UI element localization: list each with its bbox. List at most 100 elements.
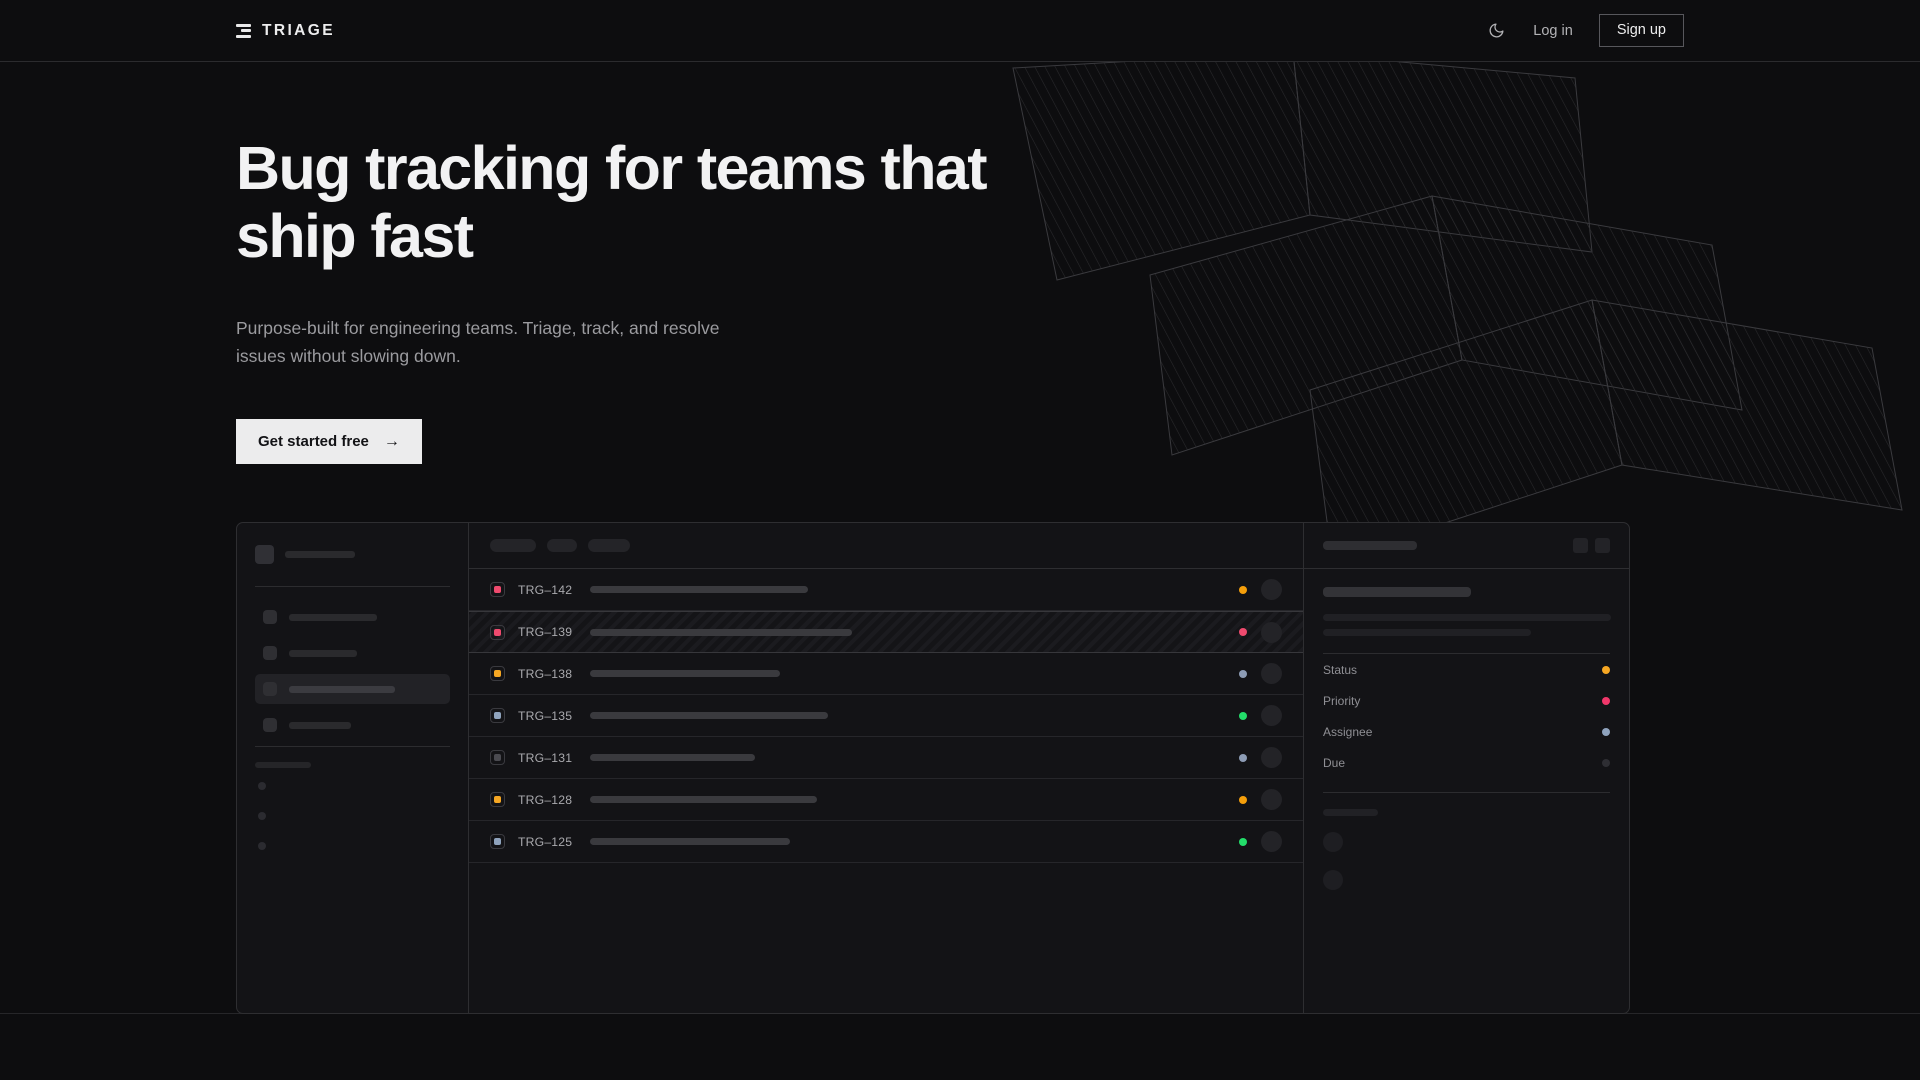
sidebar-item-3[interactable] xyxy=(255,674,450,704)
toolbar-control-1[interactable] xyxy=(490,539,536,552)
hero-section: Bug tracking for teams that ship fast Pu… xyxy=(0,62,1920,465)
sidebar-item-2[interactable] xyxy=(255,638,450,668)
assignee-avatar[interactable] xyxy=(1261,663,1282,684)
issue-title-placeholder xyxy=(590,754,755,761)
assignee-avatar[interactable] xyxy=(1261,789,1282,810)
sidebar-sublist-item-1[interactable] xyxy=(258,782,266,790)
sidebar-workspace[interactable] xyxy=(255,545,450,564)
workspace-name-placeholder xyxy=(285,551,355,558)
detail-title-placeholder xyxy=(1323,541,1417,550)
issue-row[interactable]: TRG–128 xyxy=(469,779,1303,821)
assignee-avatar[interactable] xyxy=(1261,747,1282,768)
sidebar-item-label-placeholder xyxy=(289,613,377,621)
get-started-button[interactable]: Get started free → xyxy=(236,419,422,465)
issue-id: TRG–139 xyxy=(518,625,573,639)
issue-status-dot xyxy=(1239,837,1247,846)
issue-id: TRG–131 xyxy=(518,750,573,765)
assignee-avatar[interactable] xyxy=(1261,705,1282,726)
brand-logo[interactable]: TRIAGE xyxy=(236,22,335,40)
meta-row-due[interactable]: Due xyxy=(1323,747,1610,778)
assignee-avatar[interactable] xyxy=(1261,621,1282,643)
sidebar-item-icon xyxy=(263,610,277,624)
description-line-1 xyxy=(1323,614,1611,621)
sidebar-nav-list xyxy=(255,602,450,740)
issue-row-meta xyxy=(1239,705,1282,726)
assignee-avatar[interactable] xyxy=(1261,831,1282,852)
sidebar-item-icon xyxy=(263,718,277,732)
meta-value-dot xyxy=(1602,727,1610,736)
sidebar-sublist-item-2[interactable] xyxy=(258,812,266,820)
issue-row[interactable]: TRG–142 xyxy=(469,569,1303,611)
meta-label: Assignee xyxy=(1323,724,1373,739)
detail-panel-header xyxy=(1304,523,1629,569)
signup-button[interactable]: Sign up xyxy=(1598,14,1684,47)
issue-row-meta xyxy=(1239,579,1282,600)
issue-status-dot xyxy=(1239,585,1247,594)
comment-avatar-1[interactable] xyxy=(1323,832,1343,852)
comments-label-placeholder xyxy=(1323,809,1378,816)
sidebar-sublist xyxy=(255,782,450,850)
issue-row-meta xyxy=(1239,663,1282,684)
top-navigation-bar: TRIAGE Log in Sign up xyxy=(0,0,1920,62)
arrow-right-icon: → xyxy=(383,432,400,450)
meta-value-dot xyxy=(1602,696,1610,705)
list-toolbar xyxy=(469,523,1303,569)
issue-row-meta xyxy=(1239,747,1282,768)
sidebar-item-1[interactable] xyxy=(255,602,450,632)
issue-id: TRG–138 xyxy=(518,666,573,681)
issue-row[interactable]: TRG–131 xyxy=(469,737,1303,779)
nav-actions: Log in Sign up xyxy=(1485,14,1684,47)
issue-id: TRG–128 xyxy=(518,792,573,807)
mockup-sidebar xyxy=(237,523,469,1013)
issue-type-badge-icon xyxy=(490,792,505,807)
issue-row[interactable]: TRG–138 xyxy=(469,653,1303,695)
meta-row-assignee[interactable]: Assignee xyxy=(1323,716,1610,747)
meta-value-dot xyxy=(1602,665,1610,674)
comment-avatar-2[interactable] xyxy=(1323,870,1343,890)
toolbar-control-3[interactable] xyxy=(588,539,630,552)
sidebar-sublist-item-3[interactable] xyxy=(258,842,266,850)
issue-status-dot xyxy=(1239,669,1247,678)
meta-row-status[interactable]: Status xyxy=(1323,654,1610,685)
issue-status-dot xyxy=(1239,795,1247,804)
workspace-logo-icon xyxy=(255,545,274,564)
meta-label: Status xyxy=(1323,662,1358,677)
issue-title-placeholder xyxy=(590,712,828,719)
issue-row[interactable]: TRG–135 xyxy=(469,695,1303,737)
detail-action-button-1[interactable] xyxy=(1573,538,1588,553)
page-title: Bug tracking for teams that ship fast xyxy=(236,134,988,271)
issue-title-placeholder xyxy=(590,628,852,636)
moon-icon[interactable] xyxy=(1485,20,1507,42)
issue-description-placeholder xyxy=(1323,614,1611,636)
sidebar-item-4[interactable] xyxy=(255,710,450,740)
issue-type-badge-icon xyxy=(490,708,505,723)
stacked-bars-logo-icon xyxy=(236,23,251,38)
issue-type-badge-icon xyxy=(490,750,505,765)
meta-row-priority[interactable]: Priority xyxy=(1323,685,1610,716)
issue-id: TRG–125 xyxy=(518,834,573,849)
issue-row-meta xyxy=(1239,831,1282,852)
sidebar-divider-2 xyxy=(255,746,450,747)
meta-value-dot xyxy=(1602,758,1610,767)
login-link[interactable]: Log in xyxy=(1533,22,1573,39)
toolbar-control-2[interactable] xyxy=(547,539,577,552)
detail-divider xyxy=(1323,653,1610,654)
issue-row[interactable]: TRG–139 xyxy=(469,611,1303,653)
issue-type-badge-icon xyxy=(490,624,505,640)
sidebar-item-icon xyxy=(263,646,277,660)
issue-type-badge-icon xyxy=(490,834,505,849)
sidebar-item-icon xyxy=(263,682,277,696)
issue-row-meta xyxy=(1239,789,1282,810)
issue-row[interactable]: TRG–125 xyxy=(469,821,1303,863)
issue-id: TRG–135 xyxy=(518,708,573,723)
issue-title-placeholder xyxy=(1323,587,1471,597)
sidebar-section-label-placeholder xyxy=(255,762,311,768)
detail-action-button-2[interactable] xyxy=(1595,538,1610,553)
assignee-avatar[interactable] xyxy=(1261,579,1282,600)
